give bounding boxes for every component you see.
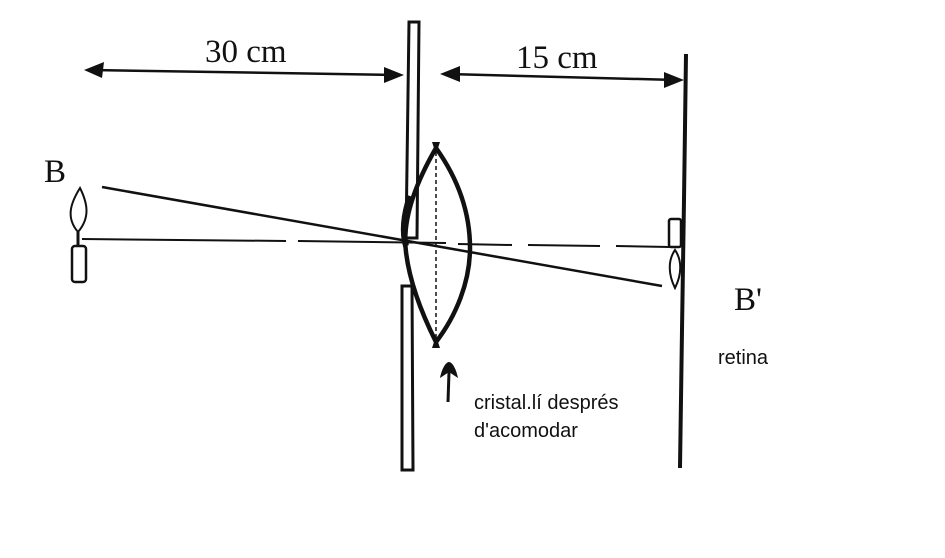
inverted-flame-icon <box>668 248 682 291</box>
label-object-distance: 30 cm <box>205 34 287 70</box>
label-image-point: B' <box>734 282 762 318</box>
candle-image-icon <box>667 217 683 291</box>
dimension-arrow-image-distance <box>440 66 684 88</box>
eye-diaphragm <box>400 20 421 472</box>
label-image-distance: 15 cm <box>516 40 598 76</box>
label-lens-caption-line2: d'acomodar <box>474 420 578 442</box>
label-retina: retina <box>718 347 769 369</box>
crystalline-lens <box>400 142 473 348</box>
diaphragm-upper-bar <box>404 20 421 240</box>
label-lens-caption-line1: cristal.lí després <box>474 392 619 414</box>
candle-flame-icon <box>69 185 88 234</box>
label-object-point: B <box>44 154 66 190</box>
retina-line <box>678 53 688 469</box>
ray-line <box>101 185 663 288</box>
optical-axis <box>81 238 671 248</box>
lens-pointer-arrow-icon <box>440 362 458 403</box>
candle-object-icon <box>69 185 88 284</box>
diaphragm-lower-bar <box>400 284 415 472</box>
dimension-arrow-object-distance <box>84 62 404 83</box>
